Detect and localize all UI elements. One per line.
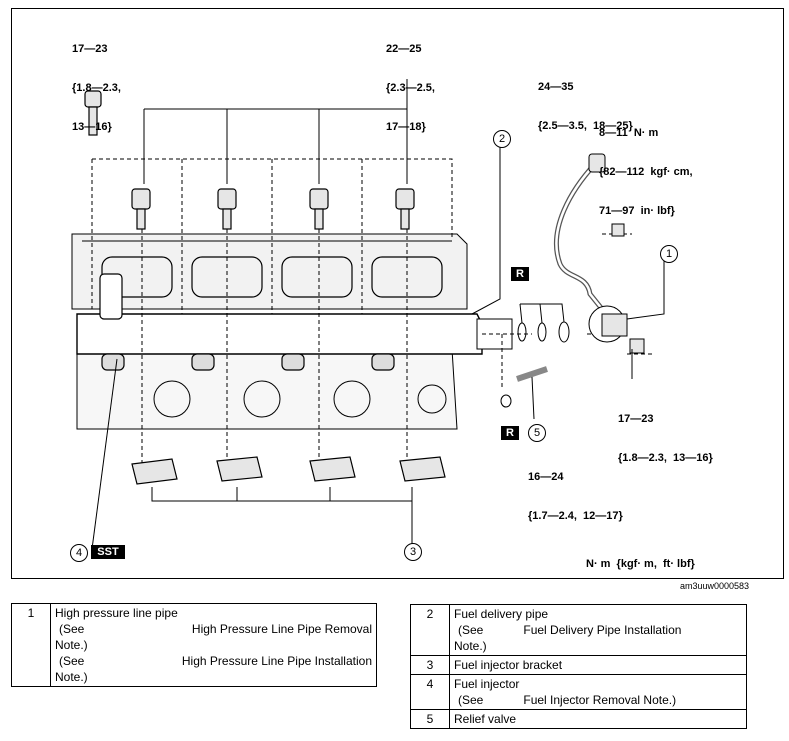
legend-row: 2 Fuel delivery pipe (See Fuel Delivery … [410, 604, 747, 656]
torque-value: 16—24 [528, 471, 564, 483]
torque-value: 71—97 in· lbf} [599, 205, 675, 217]
engine-illustration [71, 79, 665, 550]
see-text: (See [458, 623, 484, 637]
torque-label-relief-valve: 16—24 {1.7—2.4, 12—17} [528, 445, 623, 549]
legend-row: 4 Fuel injector (See Fuel Injector Remov… [410, 674, 747, 710]
reference-link[interactable]: Fuel Delivery Pipe Installation [523, 623, 682, 637]
replace-tag: R [511, 267, 529, 281]
legend-item-name: Relief valve [449, 709, 747, 729]
callout-4: 4 [70, 544, 88, 562]
legend-item-name: Fuel injector [454, 677, 520, 691]
reference-link[interactable]: High Pressure Line Pipe Installation [181, 654, 372, 668]
legend-ref: (See High Pressure Line Pipe Removal [55, 621, 372, 637]
legend-number: 3 [410, 655, 450, 675]
reference-link[interactable]: Fuel Injector Removal Note.) [523, 693, 677, 707]
sst-tag: SST [91, 545, 125, 559]
ref-tail: Note.) [55, 670, 88, 684]
ref-tail: Note.) [454, 639, 487, 653]
ref-tail: Note.) [55, 638, 88, 652]
torque-label-bolt-top-mid: 22—25 {2.3—2.5, 17—18} [386, 17, 435, 160]
callout-1: 1 [660, 245, 678, 263]
legend-row: 5 Relief valve [410, 709, 747, 729]
legend-table-left: 1 High pressure line pipe (See High Pres… [11, 603, 377, 687]
figure-code: am3uuw0000583 [680, 581, 750, 591]
torque-label-bolt-bottom-right: 17—23 {1.8—2.3, 13—16} [618, 387, 713, 491]
torque-value: 24—35 [538, 81, 574, 93]
torque-value: 17—18} [386, 121, 426, 133]
torque-label-bracket-bolt: 8—11 N· m {82—112 kgf· cm, 71—97 in· lbf… [599, 101, 693, 244]
legend-description: High pressure line pipe (See High Pressu… [50, 603, 377, 687]
torque-value: {2.5—3.5, 18—25} [538, 120, 633, 132]
legend-number: 5 [410, 709, 450, 729]
legend-row: 1 High pressure line pipe (See High Pres… [11, 603, 377, 687]
legend-number: 4 [410, 674, 450, 710]
legend-item-name: High pressure line pipe [55, 606, 178, 620]
torque-value: {82—112 kgf· cm, [599, 166, 693, 178]
torque-value: 17—23 [618, 413, 654, 425]
legend-number: 2 [410, 604, 450, 656]
callout-5: 5 [528, 424, 546, 442]
see-text: (See [59, 654, 85, 668]
torque-value: 13—16} [72, 121, 112, 133]
torque-label-bolt-top-left: 17—23 {1.8—2.3, 13—16} [72, 17, 121, 160]
legend-item-name: Fuel injector bracket [449, 655, 747, 675]
torque-value: {2.3—2.5, [386, 82, 435, 94]
legend-ref: (See High Pressure Line Pipe Installatio… [55, 653, 372, 669]
torque-value: {1.8—2.3, 13—16} [618, 452, 713, 464]
torque-value: 8—11 N· m [599, 127, 659, 139]
reference-link[interactable]: High Pressure Line Pipe Removal [191, 622, 372, 636]
torque-value: 17—23 [72, 43, 108, 55]
callout-2: 2 [493, 130, 511, 148]
legend-item-name: Fuel delivery pipe [454, 607, 549, 621]
see-text: (See [458, 693, 484, 707]
legend-number: 1 [11, 603, 51, 687]
legend-ref: (See Fuel Delivery Pipe Installation [454, 622, 742, 638]
torque-label-line-pipe: 24—35 {2.5—3.5, 18—25} [538, 55, 633, 159]
legend-description: Fuel injector (See Fuel Injector Removal… [449, 674, 747, 710]
legend-ref: (See Fuel Injector Removal Note.) [454, 692, 742, 708]
torque-value: {1.7—2.4, 12—17} [528, 510, 623, 522]
torque-value: {1.8—2.3, [72, 82, 121, 94]
see-text: (See [59, 622, 85, 636]
torque-value: 22—25 [386, 43, 422, 55]
callout-3: 3 [404, 543, 422, 561]
legend-row: 3 Fuel injector bracket [410, 655, 747, 675]
legend-table-right: 2 Fuel delivery pipe (See Fuel Delivery … [410, 604, 747, 729]
exploded-view-diagram: 17—23 {1.8—2.3, 13—16} 22—25 {2.3—2.5, 1… [11, 8, 784, 579]
replace-tag: R [501, 426, 519, 440]
legend-description: Fuel delivery pipe (See Fuel Delivery Pi… [449, 604, 747, 656]
units-label: N· m {kgf· m, ft· lbf} [586, 558, 695, 570]
